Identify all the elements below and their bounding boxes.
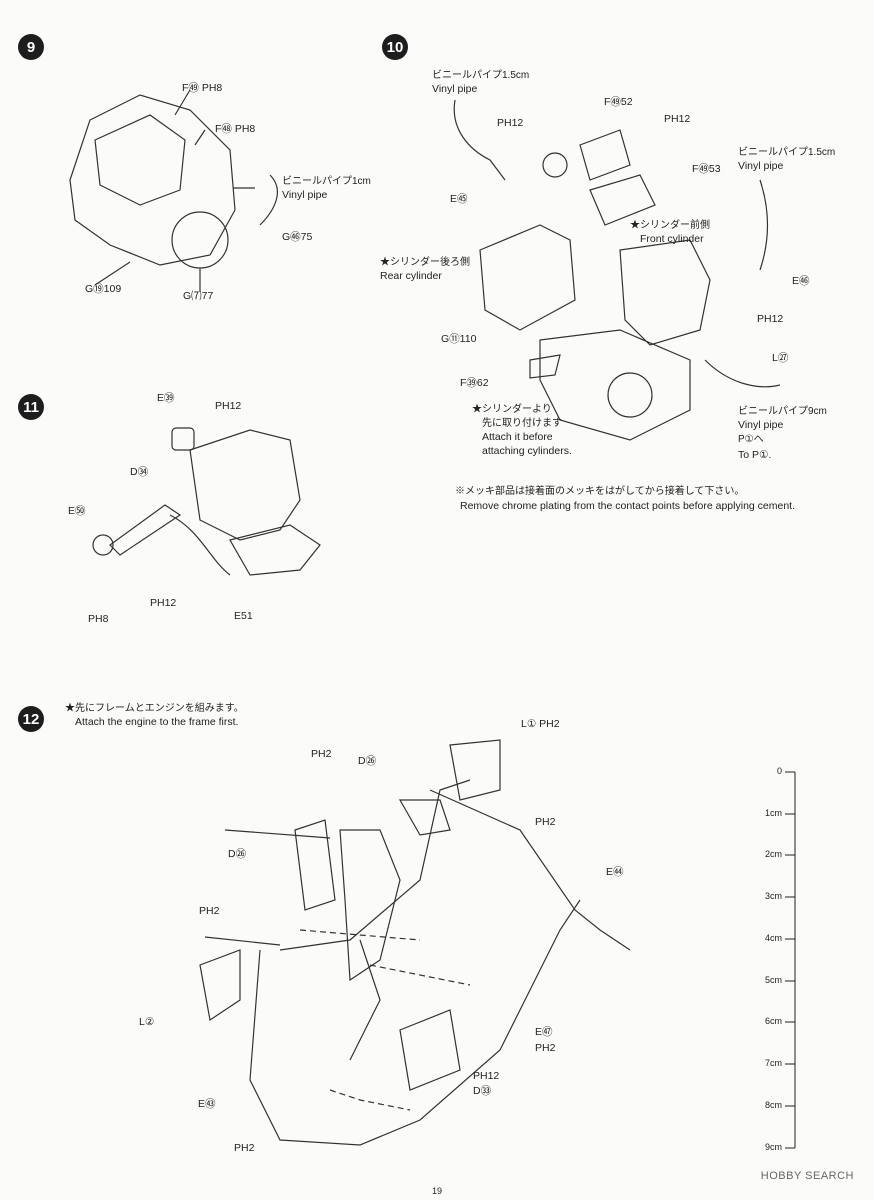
part-label-l2: L② bbox=[139, 1016, 155, 1028]
part-label-e46: E㊻ bbox=[792, 275, 810, 287]
part-label-e39: E㊴ bbox=[157, 392, 175, 404]
ruler-tick-label: 5cm bbox=[764, 975, 782, 985]
part-label-e50: E㊿ bbox=[68, 505, 86, 517]
pipe3-label-jp: ビニールパイプ9cm bbox=[738, 406, 827, 417]
to-p1-en: To P①. bbox=[738, 449, 772, 461]
part-label-ph2c: PH2 bbox=[199, 905, 220, 917]
part-label-g77: G⑺77 bbox=[183, 290, 214, 302]
ruler-tick-label: 7cm bbox=[764, 1058, 782, 1068]
pipe2-label-jp: ビニールパイプ1.5cm bbox=[738, 147, 836, 158]
step9-engine-case bbox=[69, 94, 236, 266]
part-label-l1: L① PH2 bbox=[521, 718, 560, 730]
pipe-label-jp: ビニールパイプ1cm bbox=[282, 176, 371, 187]
part-label-ph12b: PH12 bbox=[664, 113, 691, 125]
pipe1-label-en: Vinyl pipe bbox=[432, 83, 478, 95]
part-label-e45: E㊺ bbox=[450, 193, 468, 205]
part-label-d26a: D㉖ bbox=[358, 755, 377, 767]
part-label-e47: E㊼ bbox=[535, 1026, 553, 1038]
ruler-tick-label: 2cm bbox=[764, 849, 782, 859]
attach-note-jp2: 先に取り付けます bbox=[482, 418, 562, 429]
part-label-ph8: PH8 bbox=[88, 613, 109, 625]
part-label-f69: F㊾ PH8 bbox=[182, 82, 223, 94]
attach-note-jp1: ★シリンダーより bbox=[472, 404, 552, 415]
ruler-tick-label: 8cm bbox=[764, 1100, 782, 1110]
step-12-badge: 12 bbox=[18, 706, 44, 732]
watermark-logo: HOBBY SEARCH bbox=[760, 1170, 854, 1182]
part-label-e43: E㊸ bbox=[198, 1098, 216, 1110]
part-label-ph12b: PH12 bbox=[150, 597, 177, 609]
step11-engine bbox=[189, 429, 301, 541]
attach-note-en1: Attach it before bbox=[482, 431, 553, 443]
pipe2-label-en: Vinyl pipe bbox=[738, 160, 784, 172]
part-label-l27: L㉗ bbox=[772, 352, 789, 364]
pipe1-label-jp: ビニールパイプ1.5cm bbox=[432, 70, 530, 81]
ruler-tick-label: 6cm bbox=[764, 1016, 782, 1026]
part-label-e44: E㊹ bbox=[606, 866, 624, 878]
part-label-ph2b: PH2 bbox=[535, 816, 556, 828]
part-label-f62: F㊴62 bbox=[460, 377, 489, 389]
part-label-ph12: PH12 bbox=[215, 400, 242, 412]
chrome-note-jp: ※メッキ部品は接着面のメッキをはがしてから接着して下さい。 bbox=[455, 486, 745, 497]
part-label-ph12: PH12 bbox=[473, 1070, 500, 1082]
part-label-ph2d: PH2 bbox=[535, 1042, 556, 1054]
ruler-tick-label: 1cm bbox=[764, 808, 782, 818]
pipe-label-en: Vinyl pipe bbox=[282, 189, 328, 201]
attach-note-en2: attaching cylinders. bbox=[482, 445, 572, 457]
front-cylinder-jp: ★シリンダー前側 bbox=[630, 220, 710, 231]
part-label-g109: G⑲109 bbox=[85, 283, 122, 295]
ruler-tick-label: 0 bbox=[776, 766, 782, 776]
step12-intro-en: Attach the engine to the frame first. bbox=[75, 716, 239, 728]
part-label-d34: D㉞ bbox=[130, 466, 149, 478]
part-label-d33: D㉝ bbox=[473, 1085, 492, 1097]
front-cylinder-en: Front cylinder bbox=[640, 233, 704, 245]
scale-ruler bbox=[785, 771, 796, 1149]
step-10-badge: 10 bbox=[382, 34, 408, 60]
part-label-ph12c: PH12 bbox=[757, 313, 784, 325]
chrome-note-en: Remove chrome plating from the contact p… bbox=[460, 500, 796, 512]
part-label-g75: G㊻75 bbox=[282, 231, 313, 243]
part-label-g110: G⑪110 bbox=[441, 333, 477, 345]
part-label-ph2a: PH2 bbox=[311, 748, 332, 760]
step10-engine bbox=[479, 224, 576, 331]
ruler-tick-label: 3cm bbox=[764, 891, 782, 901]
page-number: 19 bbox=[431, 1186, 442, 1196]
step12-frame bbox=[249, 899, 581, 1146]
rear-cylinder-jp: ★シリンダー後ろ側 bbox=[380, 257, 470, 268]
part-label-e51: E51 bbox=[234, 610, 253, 622]
part-label-f53: F㊾53 bbox=[692, 163, 721, 175]
pipe3-label-en: Vinyl pipe bbox=[738, 419, 784, 431]
rear-cylinder-en: Rear cylinder bbox=[380, 270, 442, 282]
ruler-tick-label: 4cm bbox=[764, 933, 782, 943]
step-9-badge: 9 bbox=[18, 34, 44, 60]
part-label-ph2e: PH2 bbox=[234, 1142, 255, 1154]
part-label-d26b: D㉖ bbox=[228, 848, 247, 860]
to-p1-jp: P①へ bbox=[738, 434, 764, 445]
part-label-ph12a: PH12 bbox=[497, 117, 524, 129]
step-11-badge: 11 bbox=[18, 394, 44, 420]
part-label-f52: F㊾52 bbox=[604, 96, 633, 108]
ruler-tick-label: 9cm bbox=[764, 1142, 782, 1152]
step12-intro-jp: ★先にフレームとエンジンを組みます。 bbox=[65, 703, 244, 714]
part-label-f68: F㊽ PH8 bbox=[215, 123, 256, 135]
